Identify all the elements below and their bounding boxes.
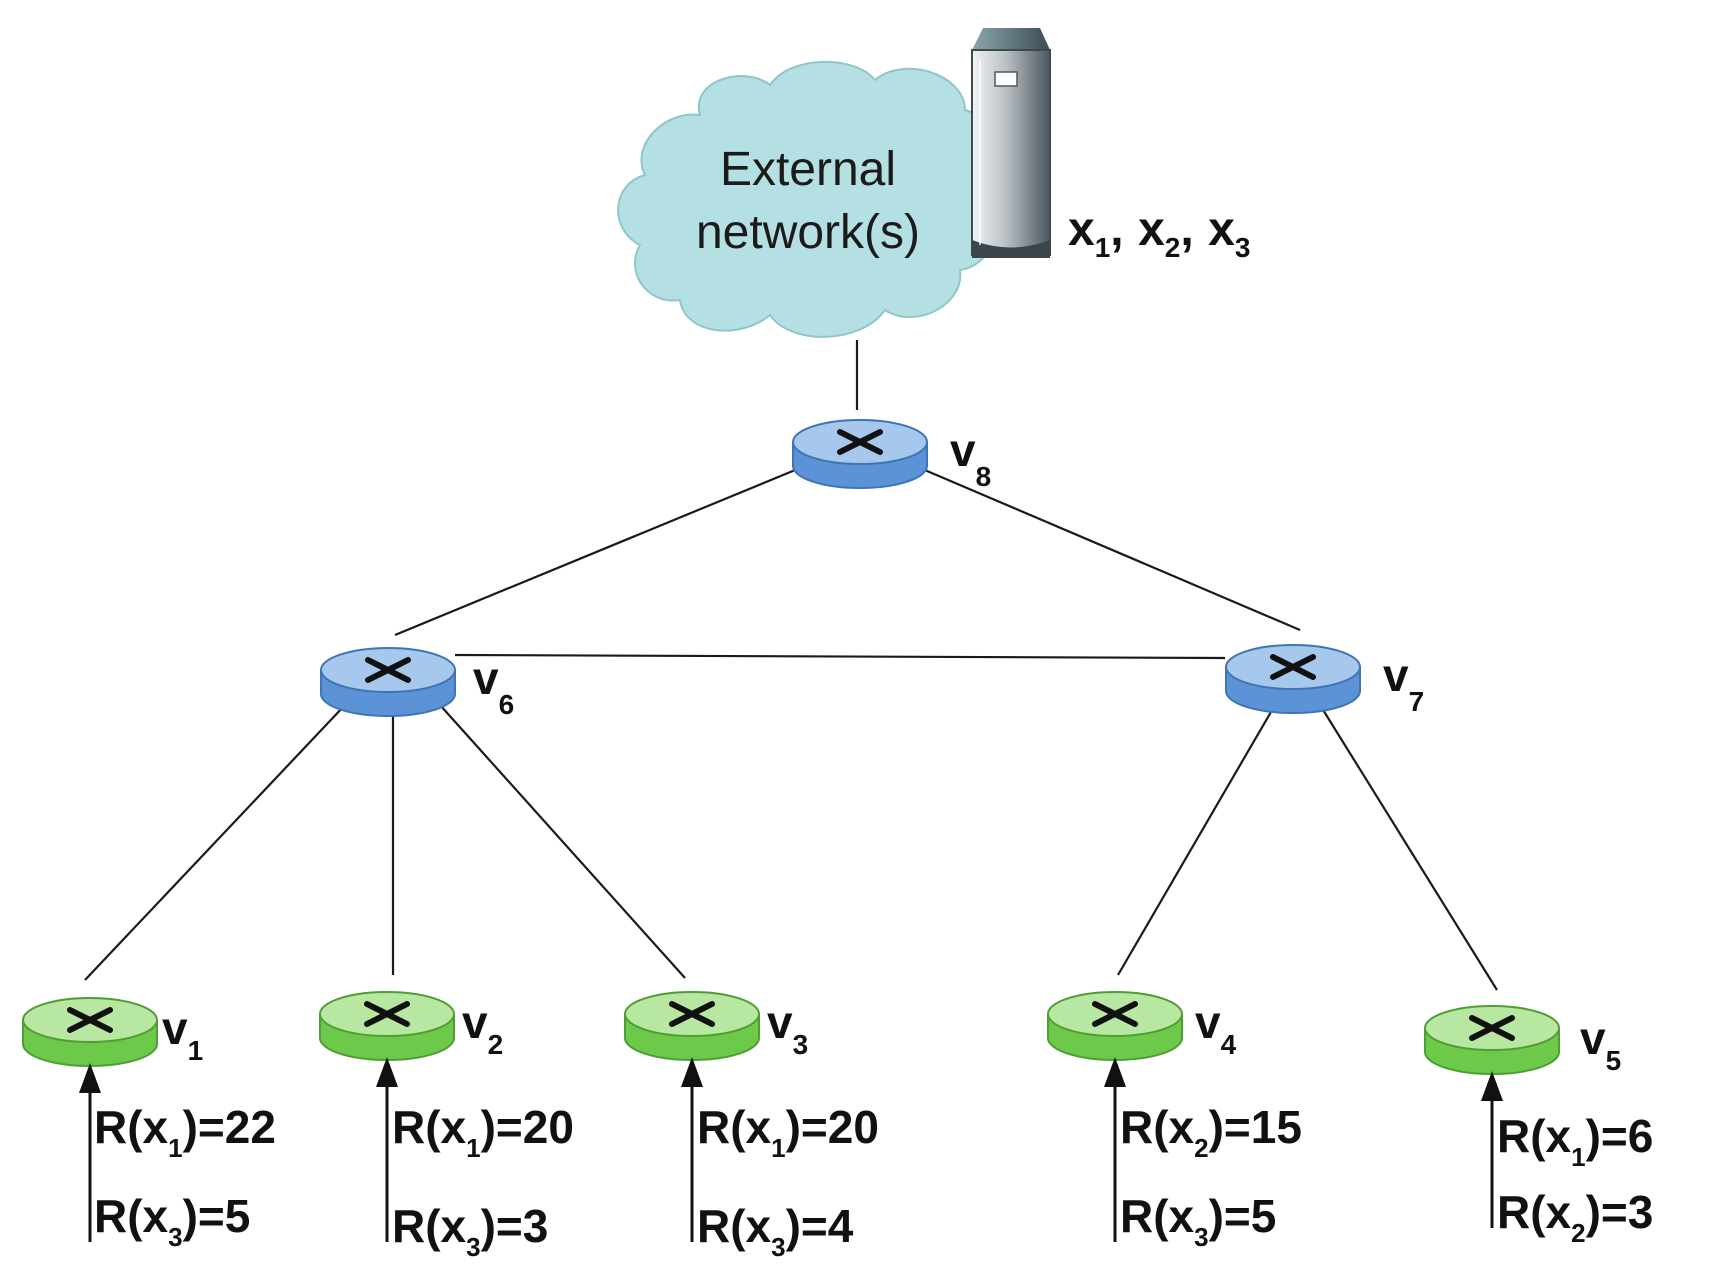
arrowhead-icon bbox=[1481, 1071, 1503, 1101]
request-label: R(x1)=20 bbox=[392, 1101, 574, 1163]
nodes-layer: v8 v6 v7 v1 v2 v3 v4 v5 bbox=[22, 419, 1621, 1076]
request-group-v4: R(x2)=15R(x3)=5 bbox=[1104, 1057, 1302, 1252]
link-v6-v7 bbox=[454, 653, 1226, 660]
router-v6[interactable]: v6 bbox=[320, 647, 514, 720]
router-icon bbox=[319, 991, 455, 1061]
router-v7[interactable]: v7 bbox=[1225, 644, 1424, 717]
cloud-label-line2: network(s) bbox=[696, 206, 920, 259]
router-icon bbox=[1424, 1005, 1560, 1075]
router-v4[interactable]: v4 bbox=[1047, 991, 1237, 1061]
request-group-v2: R(x1)=20R(x3)=3 bbox=[376, 1057, 574, 1262]
arrowhead-icon bbox=[79, 1063, 101, 1093]
server-content-label: x1, x2, x3 bbox=[1068, 203, 1250, 263]
arrowhead-icon bbox=[1104, 1057, 1126, 1087]
request-label: R(x3)=3 bbox=[392, 1200, 548, 1262]
node-label-v4: v4 bbox=[1195, 996, 1237, 1060]
router-v8[interactable]: v8 bbox=[792, 419, 991, 492]
router-v3[interactable]: v3 bbox=[624, 991, 808, 1061]
router-icon bbox=[22, 997, 158, 1067]
request-label: R(x1)=20 bbox=[697, 1101, 879, 1163]
router-icon bbox=[1225, 644, 1361, 714]
link-v6-v1 bbox=[84, 704, 346, 981]
node-label-v5: v5 bbox=[1580, 1012, 1621, 1076]
arrowhead-icon bbox=[681, 1057, 703, 1087]
request-group-v5: R(x1)=6R(x2)=3 bbox=[1481, 1071, 1653, 1248]
request-label: R(x3)=5 bbox=[1120, 1190, 1276, 1252]
requests-layer: R(x1)=22R(x3)=5R(x1)=20R(x3)=3R(x1)=20R(… bbox=[79, 1057, 1653, 1262]
node-label-v2: v2 bbox=[462, 996, 503, 1060]
arrowhead-icon bbox=[376, 1057, 398, 1087]
request-label: R(x1)=6 bbox=[1497, 1110, 1653, 1172]
link-v7-v4 bbox=[1117, 704, 1276, 976]
request-label: R(x2)=15 bbox=[1120, 1101, 1302, 1163]
link-v6-v3 bbox=[439, 704, 686, 979]
router-icon bbox=[320, 647, 456, 717]
router-v5[interactable]: v5 bbox=[1424, 1005, 1621, 1076]
request-group-v3: R(x1)=20R(x3)=4 bbox=[681, 1057, 879, 1262]
node-label-v8: v8 bbox=[950, 424, 991, 492]
request-label: R(x2)=3 bbox=[1497, 1186, 1653, 1248]
router-icon bbox=[1047, 991, 1183, 1061]
router-icon bbox=[624, 991, 760, 1061]
request-label: R(x3)=4 bbox=[697, 1200, 854, 1262]
node-label-v6: v6 bbox=[473, 652, 514, 720]
link-v8-v7 bbox=[919, 466, 1301, 632]
links-layer bbox=[84, 340, 1498, 991]
router-v2[interactable]: v2 bbox=[319, 991, 503, 1061]
server-icon bbox=[971, 28, 1051, 258]
router-v1[interactable]: v1 bbox=[22, 997, 203, 1067]
cloud-label-line1: External bbox=[720, 143, 896, 196]
node-label-v1: v1 bbox=[162, 1002, 203, 1066]
request-group-v1: R(x1)=22R(x3)=5 bbox=[79, 1063, 276, 1252]
request-label: R(x3)=5 bbox=[94, 1190, 250, 1252]
request-label: R(x1)=22 bbox=[94, 1101, 276, 1163]
cloud-icon: External network(s) bbox=[617, 60, 999, 338]
link-v7-v5 bbox=[1319, 704, 1498, 991]
node-label-v3: v3 bbox=[767, 996, 808, 1060]
router-icon bbox=[792, 419, 928, 489]
link-v8-v6 bbox=[394, 466, 801, 637]
node-label-v7: v7 bbox=[1383, 649, 1424, 717]
